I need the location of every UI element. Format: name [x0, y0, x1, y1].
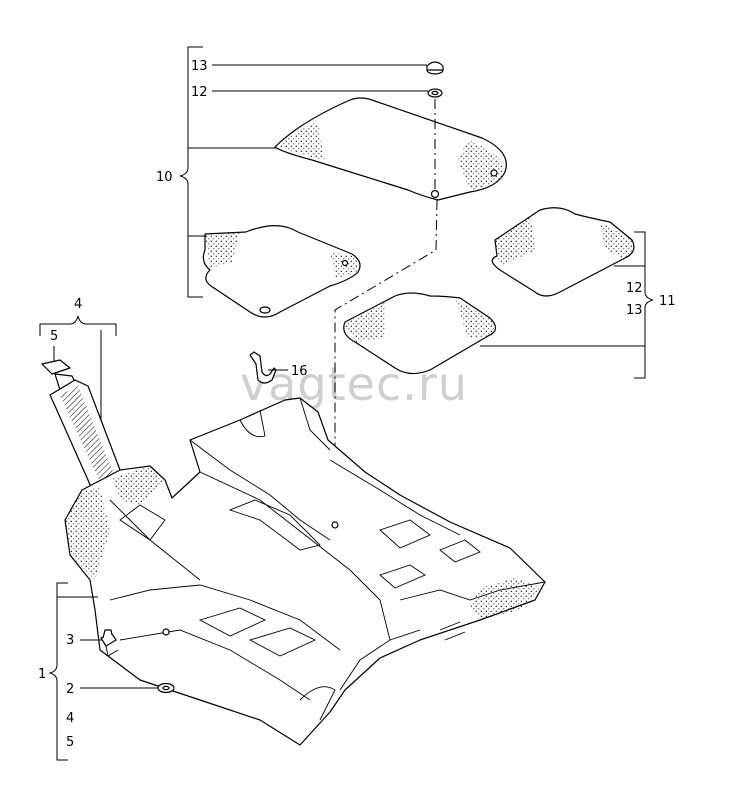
- callout-10: 10: [156, 170, 173, 185]
- callout-4-top: 4: [74, 297, 82, 312]
- callout-2: 2: [66, 682, 74, 697]
- callout-1: 1: [38, 667, 46, 682]
- callout-4-bottom: 4: [66, 711, 74, 726]
- callout-11: 11: [659, 294, 676, 309]
- callout-16: 16: [291, 364, 308, 379]
- front-mat-driver: [274, 97, 507, 201]
- callout-12-top: 12: [191, 85, 208, 100]
- rear-mat-left: [491, 207, 635, 297]
- front-mat-passenger: [202, 225, 361, 318]
- callout-12-right: 12: [626, 281, 643, 296]
- callout-5-bottom: 5: [66, 735, 74, 750]
- washer-2: [157, 682, 175, 694]
- floor-carpet: [64, 397, 546, 746]
- footrest-pedal: [41, 359, 122, 493]
- clip-16: [249, 351, 277, 384]
- leader-lines: [39, 46, 654, 761]
- callout-3: 3: [66, 633, 74, 648]
- mat-fastener-top: [426, 61, 444, 98]
- clip-3: [100, 629, 119, 657]
- rear-mat-right: [343, 292, 497, 375]
- rear-floor-mats: [343, 207, 635, 375]
- callout-13-right: 13: [626, 303, 643, 318]
- callout-labels: 13 12 10 4 5 16 12 13 11 3 1 2 4 5: [38, 59, 676, 750]
- front-floor-mats: [202, 97, 507, 318]
- callout-5-top: 5: [50, 329, 58, 344]
- callout-13-top: 13: [191, 59, 208, 74]
